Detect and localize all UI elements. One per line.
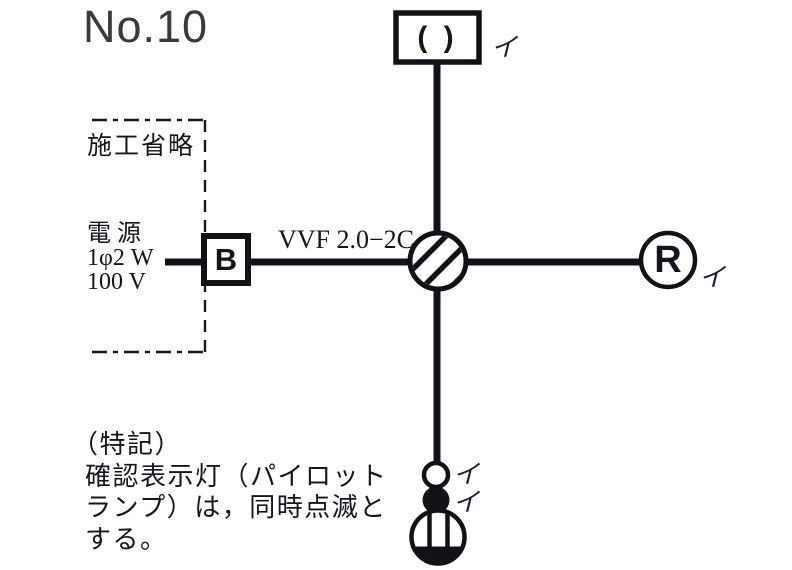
breaker-letter: B	[214, 241, 238, 277]
receptacle-letter: R	[654, 238, 682, 281]
omission-boundary-dashed	[92, 118, 207, 354]
ceiling-rosette-symbol	[393, 10, 482, 65]
circuit-mark-switch: イ	[453, 488, 480, 517]
circuit-mark-ceiling: イ	[491, 33, 518, 62]
power-voltage-label: 100 V	[87, 269, 146, 295]
outlet-symbol	[409, 508, 467, 566]
lamp-receptacle-symbol	[638, 230, 698, 290]
power-phase-label: 1φ2 W	[87, 245, 154, 271]
page-title: No.10	[83, 1, 209, 52]
notes-heading: （特記）	[72, 430, 183, 459]
breaker-box-symbol	[201, 233, 251, 286]
power-source-label: 電 源	[87, 221, 141, 247]
circuit-mark-pilot-lamp: イ	[453, 460, 480, 489]
notes-line: 確認表示灯（パイロット	[85, 461, 388, 491]
ceiling-rosette-glyph: ( )	[417, 20, 458, 54]
pilot-lamp-symbol	[421, 460, 451, 490]
switch-symbol	[422, 486, 450, 514]
notes-line: する。	[85, 524, 168, 554]
notes-line: ランプ）は，同時点滅と	[85, 493, 387, 522]
special-notes-block: （特記） 確認表示灯（パイロット ランプ）は，同時点滅と する。	[72, 429, 388, 555]
junction-box-symbol	[407, 230, 469, 292]
circuit-mark-receptacle: イ	[699, 263, 726, 292]
omission-region-label: 施工省略	[87, 133, 196, 160]
cable-spec-label: VVF 2.0−2C	[278, 225, 415, 254]
